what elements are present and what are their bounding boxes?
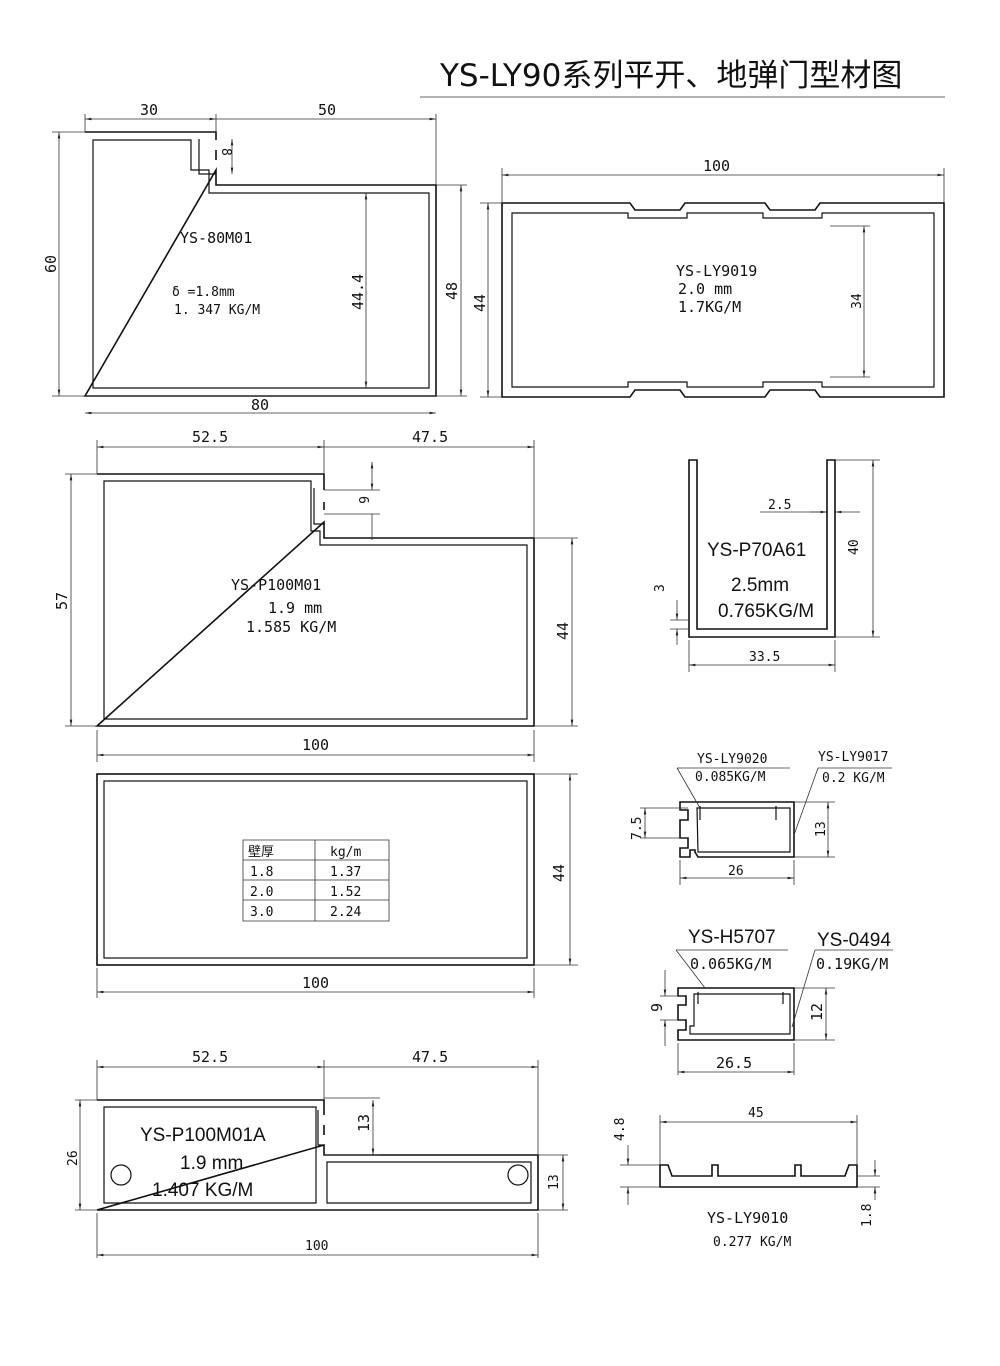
thickness: 1.9 mm xyxy=(180,1153,243,1174)
dim-6: 6 xyxy=(647,1003,665,1012)
dim-33-5: 33.5 xyxy=(749,650,780,665)
profile-name: YS-LY9019 xyxy=(676,262,757,280)
ly9020-weight: 0.085KG/M xyxy=(695,770,766,785)
dim-47-5: 47.5 xyxy=(412,428,448,446)
profile-box-100x44: 44 100 壁厚 kg/m 1.8 1.37 2.0 1.52 3.0 2.2… xyxy=(96,773,578,998)
thickness: 1.9 mm xyxy=(268,599,322,617)
dim-80: 80 xyxy=(251,396,269,414)
profile-ys-ly9010: 45 4.8 1.8 YS-LY9010 0.277 KG/M xyxy=(613,1106,880,1250)
dim-100: 100 xyxy=(305,1239,328,1254)
dim-57: 57 xyxy=(53,592,71,610)
dim-12: 12 xyxy=(808,1003,826,1021)
profile-ys-h5707-ys0494: YS-H5707 0.065KG/M YS-0494 0.19KG/M 6 12… xyxy=(647,927,893,1075)
weight: 0.277 KG/M xyxy=(713,1235,791,1250)
thickness: 2.5mm xyxy=(731,575,789,596)
weight: 1. 347 KG/M xyxy=(174,303,260,318)
dim-47-5: 47.5 xyxy=(412,1048,448,1066)
dim-50: 50 xyxy=(318,101,336,119)
profile-ys-ly9019: 100 44 34 YS-LY9019 2.0 mm 1.7KG/M xyxy=(471,157,945,398)
dim-7-5: 7.5 xyxy=(630,817,645,840)
weight: 1.585 KG/M xyxy=(246,618,336,636)
profile-ys-p70a61: 2.5 40 3 33.5 YS-P70A61 2.5mm 0.765KG/M xyxy=(653,459,880,672)
profile-name: YS-P100M01A xyxy=(140,1125,266,1146)
dim-44: 44 xyxy=(554,622,572,640)
dim-3: 3 xyxy=(653,584,668,592)
dim-100: 100 xyxy=(302,974,329,992)
dim-26: 26 xyxy=(728,864,744,879)
dim-1-8: 1.8 xyxy=(860,1204,875,1227)
dim-13-top: 13 xyxy=(355,1114,373,1132)
table-cell: 2.0 xyxy=(250,885,273,900)
thickness: δ =1.8mm xyxy=(172,285,235,300)
ly9017-weight: 0.2 KG/M xyxy=(822,771,885,786)
dim-48: 48 xyxy=(443,282,461,300)
dim-100: 100 xyxy=(302,736,329,754)
profile-name: YS-LY9010 xyxy=(707,1209,788,1227)
thickness-weight-table: 壁厚 kg/m 1.8 1.37 2.0 1.52 3.0 2.24 xyxy=(242,839,390,922)
h5707-name: YS-H5707 xyxy=(688,927,776,948)
dim-26-5: 26.5 xyxy=(716,1054,752,1072)
dim-52-5: 52.5 xyxy=(192,428,228,446)
table-cell: 1.37 xyxy=(330,865,361,880)
h5707-weight: 0.065KG/M xyxy=(690,955,771,973)
profile-ys-ly9020-ly9017: YS-LY9020 0.085KG/M YS-LY9017 0.2 KG/M 7… xyxy=(630,750,892,885)
ys0494-name: YS-0494 xyxy=(817,930,891,951)
dim-2-5: 2.5 xyxy=(768,498,791,513)
dim-44: 44 xyxy=(550,864,568,882)
table-cell: 1.8 xyxy=(250,865,273,880)
dim-30: 30 xyxy=(140,101,158,119)
table-header-kgm: kg/m xyxy=(330,845,361,860)
ly9017-name: YS-LY9017 xyxy=(818,750,888,765)
weight: 1.7KG/M xyxy=(678,298,741,316)
dim-8: 8 xyxy=(218,148,233,156)
thickness: 2.0 mm xyxy=(678,280,732,298)
weight: 1.407 KG/M xyxy=(152,1180,253,1201)
dim-60: 60 xyxy=(42,255,60,273)
ys0494-weight: 0.19KG/M xyxy=(816,955,888,973)
profile-ys-p100m01: 52.5 47.5 57 6 44 100 YS-P100M01 1.9 mm … xyxy=(53,428,578,762)
dim-44: 44 xyxy=(471,294,489,312)
dim-34: 34 xyxy=(850,293,865,309)
profile-name: YS-P70A61 xyxy=(707,540,806,561)
profile-ys-80m01: 30 50 8 60 44.4 48 80 YS-80M01 δ =1.8mm … xyxy=(42,101,467,415)
table-cell: 3.0 xyxy=(250,905,273,920)
dim-100: 100 xyxy=(703,157,730,175)
dim-45: 45 xyxy=(748,1106,764,1121)
sheet-title: YS-LY90系列平开、地弹门型材图 xyxy=(439,58,902,94)
dim-26: 26 xyxy=(66,1150,81,1166)
profile-ys-p100m01a: 52.5 47.5 26 13 13 100 YS-P100M01A 1.9 m… xyxy=(66,1048,568,1258)
dim-13-right: 13 xyxy=(547,1174,562,1190)
profile-name: YS-P100M01 xyxy=(231,576,321,594)
weight: 0.765KG/M xyxy=(718,601,814,622)
table-cell: 1.52 xyxy=(330,885,361,900)
dim-44-4: 44.4 xyxy=(349,274,367,310)
dim-13: 13 xyxy=(814,821,829,837)
table-cell: 2.24 xyxy=(330,905,361,920)
ly9020-name: YS-LY9020 xyxy=(697,752,767,767)
dim-4-8: 4.8 xyxy=(613,1118,628,1141)
dim-6: 6 xyxy=(355,496,370,504)
table-header-thickness: 壁厚 xyxy=(248,845,274,860)
dim-52-5: 52.5 xyxy=(192,1048,228,1066)
dim-40: 40 xyxy=(847,539,862,555)
profile-name: YS-80M01 xyxy=(180,229,252,247)
